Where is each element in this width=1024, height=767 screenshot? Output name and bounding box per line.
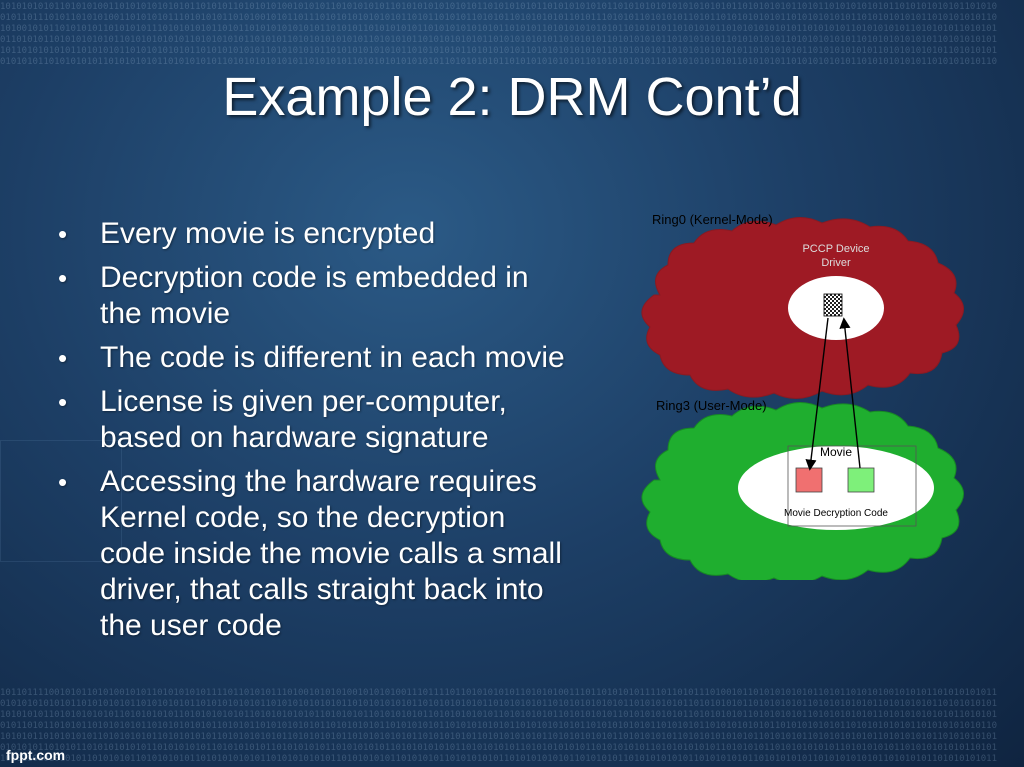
bullet-dot: • xyxy=(58,263,68,293)
bullet-text-line: The code is different in each movie xyxy=(100,341,565,374)
driver-label-line1: PCCP Device xyxy=(802,243,869,255)
bullet-text-line: Every movie is encrypted xyxy=(100,217,436,250)
bullet-text-line: Kernel code, so the decryption xyxy=(100,501,506,534)
bullet-dot: • xyxy=(58,387,68,417)
arrow-driver-to-movie xyxy=(805,317,829,471)
bullet-dot: • xyxy=(58,343,68,373)
binary-pattern-top: 1011010101010110101010110101010101011010… xyxy=(0,46,997,56)
binary-pattern-bottom: 1011011110010101101010010101101010101011… xyxy=(0,688,997,698)
bullet-text-line: code inside the movie calls a small xyxy=(100,537,562,570)
green-code-block xyxy=(847,467,875,493)
binary-pattern-top: 1010010101101010101101010101110101010101… xyxy=(0,24,997,34)
bullet-text-line: the movie xyxy=(100,297,231,330)
movie-code-label: Movie Decryption Code xyxy=(784,508,888,519)
binary-pattern-top: 0110101011010101010101101010101010110101… xyxy=(0,35,997,45)
bullet-text-line: License is given per-computer, xyxy=(100,385,507,418)
ring-diagram-svg: Ring0 (Kernel-Mode) PCCP Device Driver R… xyxy=(641,212,964,584)
decorative-shape xyxy=(0,440,122,562)
binary-pattern-top: 0101101110101101010100110101010111010101… xyxy=(0,13,997,23)
red-code-block xyxy=(795,467,823,493)
movie-ellipse xyxy=(738,446,934,530)
bullet-text-line: driver, that calls straight back into xyxy=(100,573,544,606)
bullet-text-line: Decryption code is embedded in xyxy=(100,261,529,294)
binary-pattern-bottom: 1010101011010101010101101010101011010101… xyxy=(0,710,997,720)
slide-title: Example 2: DRM Cont’d xyxy=(222,67,802,127)
bullet-list: • Every movie is encrypted • Decryption cod… xyxy=(54,216,644,652)
movie-box xyxy=(787,445,917,527)
binary-pattern-bottom: 1010101101010101011010101010110101010101… xyxy=(0,732,997,742)
binary-pattern-bottom: 0101010110101011010101010101101010101011… xyxy=(0,743,997,753)
movie-label: Movie xyxy=(820,445,852,459)
binary-pattern-bottom: 0101101011010101101010101011010101010101… xyxy=(0,721,997,731)
bullet-text-line: based on hardware signature xyxy=(100,421,489,454)
watermark-logo: fppt.com xyxy=(6,747,66,763)
ring0-label: Ring0 (Kernel-Mode) xyxy=(652,212,773,227)
arrow-movie-to-driver xyxy=(839,317,861,469)
bullet-item: • License is given per-computer,based on … xyxy=(54,384,644,456)
binary-pattern-bottom: 0101010101010110101010101101010101011010… xyxy=(0,699,997,709)
driver-label-line2: Driver xyxy=(821,257,851,269)
binary-pattern-top: 0101010110101010101101010101011010101010… xyxy=(0,57,997,67)
bullet-text-line: Accessing the hardware requires xyxy=(100,465,537,498)
binary-pattern-bottom: 1010110101010101101010101101010101011010… xyxy=(0,754,997,764)
bullet-item: • The code is different in each movie xyxy=(54,340,644,376)
bullet-text-line: the user code xyxy=(100,609,282,642)
driver-chip-icon xyxy=(823,293,843,317)
bullet-item: • Every movie is encrypted xyxy=(54,216,644,252)
bullet-dot: • xyxy=(58,467,68,497)
ring-diagram: Ring0 (Kernel-Mode) PCCP Device Driver R… xyxy=(640,200,1024,584)
binary-pattern-top: 1010101010110101010011010101010101011010… xyxy=(0,2,997,12)
bullet-dot: • xyxy=(58,219,68,249)
ring3-label: Ring3 (User-Mode) xyxy=(656,398,767,413)
